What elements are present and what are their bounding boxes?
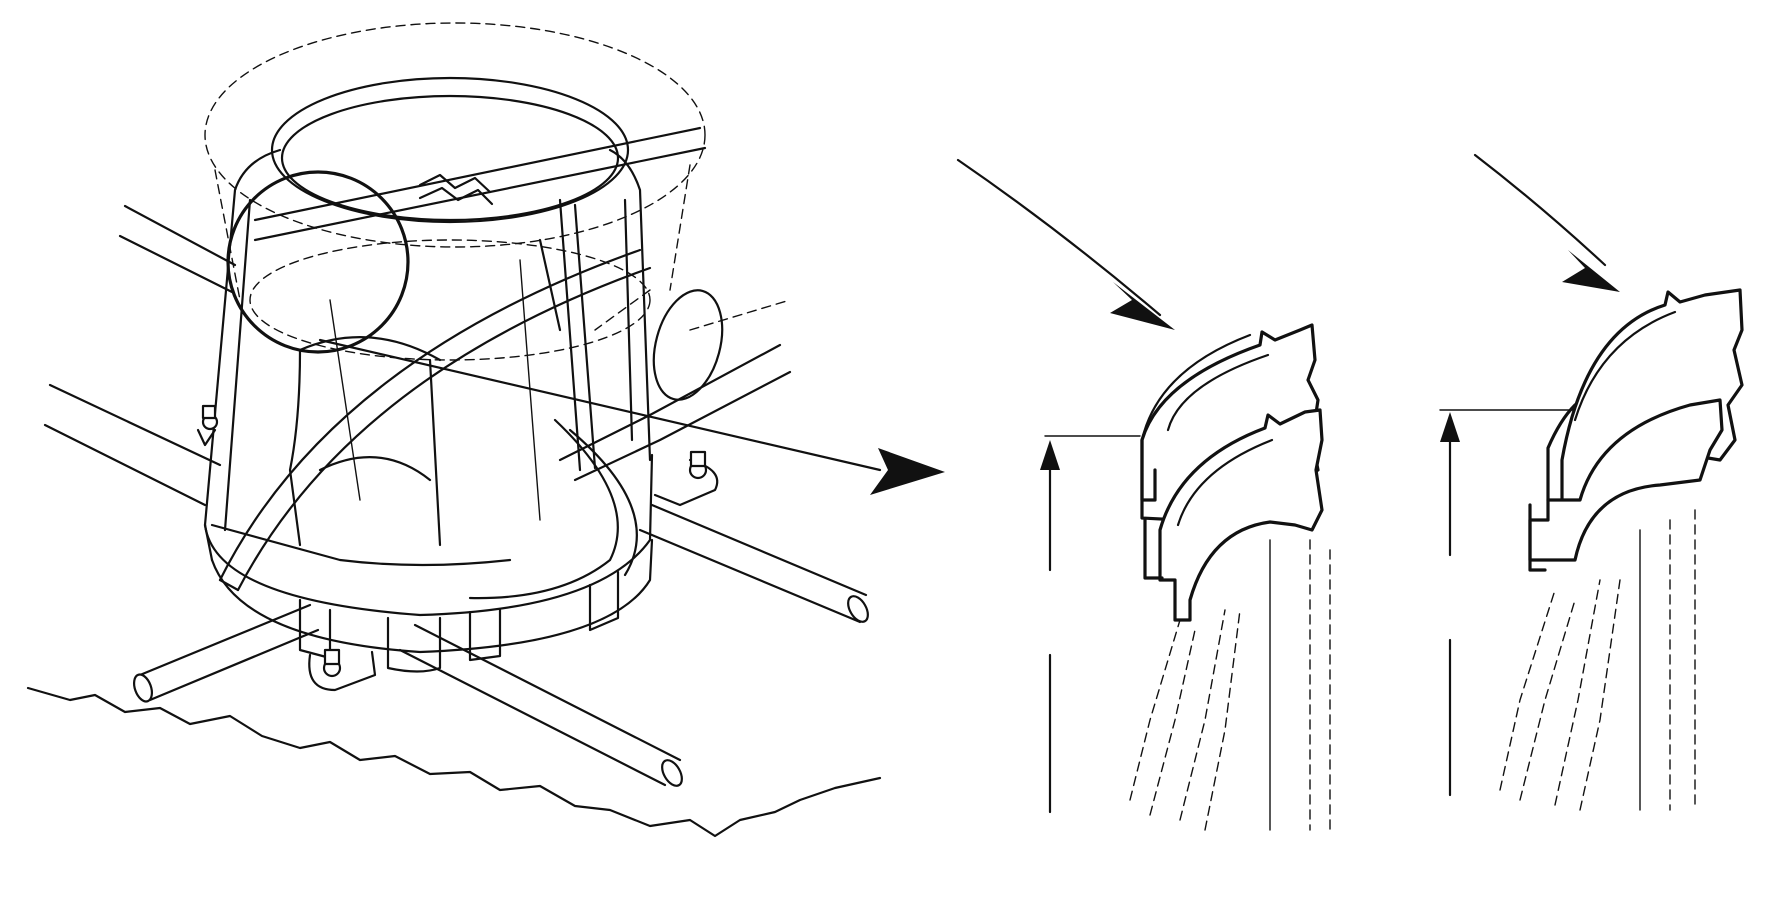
base-plate-edge <box>26 686 882 838</box>
ghost-ring <box>204 22 706 248</box>
detail-circle <box>226 170 410 354</box>
leader-arrow-icon <box>870 448 945 495</box>
leader-line <box>318 338 882 472</box>
dimension-arrow-icon <box>1040 440 1060 470</box>
retaining-strap <box>218 126 707 592</box>
detail-right <box>1439 153 1744 811</box>
overview-assembly <box>26 22 945 838</box>
dimension-arrow-icon <box>1440 412 1460 442</box>
mounting-lugs <box>196 404 719 692</box>
cage-shell <box>203 76 654 673</box>
detail-left <box>956 158 1331 831</box>
side-tube <box>652 289 724 401</box>
arrow-icon <box>1562 250 1620 292</box>
rods <box>43 204 869 787</box>
arrow-icon <box>1110 282 1175 330</box>
